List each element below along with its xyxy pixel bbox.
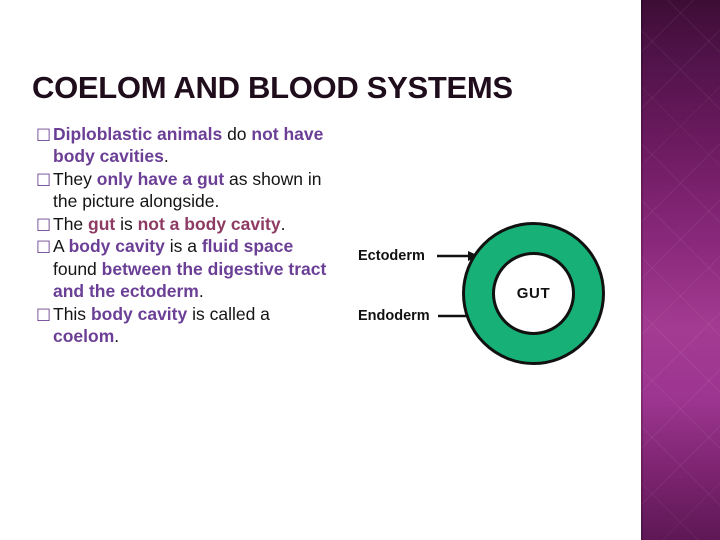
text-run: only have a gut [96, 168, 230, 189]
text-run: . [163, 146, 169, 167]
diploblast-cross-section-diagram: Ectoderm Endoderm GUT [358, 218, 618, 380]
text-run: between the digestive tract and the ecto… [53, 258, 327, 302]
bullet-square-icon: □ [36, 124, 52, 143]
text-run: . [198, 281, 204, 302]
bullet-text: This body cavity is called a coelom. [53, 303, 336, 348]
slide-title: COELOM AND BLOOD SYSTEMS [32, 70, 513, 105]
text-run: coelom [53, 326, 115, 347]
bullet-square-icon: □ [36, 236, 52, 256]
gut-label: GUT [516, 285, 551, 302]
text-run: . [114, 326, 120, 347]
text-run: fluid space [201, 236, 294, 257]
text-run: is a [169, 236, 202, 257]
text-run: gut [88, 213, 121, 234]
decorative-side-band [641, 0, 720, 540]
bullet-square-icon: □ [36, 213, 52, 233]
gut-cavity: GUT [492, 252, 575, 335]
side-band-diamond-pattern [641, 0, 720, 540]
bullet-item: □This body cavity is called a coelom. [36, 303, 336, 348]
text-run: is [120, 213, 138, 234]
text-run: They [53, 168, 97, 189]
bullet-square-icon: □ [36, 303, 52, 323]
text-run: . [280, 213, 286, 234]
text-run: body cavity [68, 236, 170, 257]
text-run: A [53, 236, 69, 257]
text-run: Diploblastic animals [53, 124, 228, 144]
text-run: This [53, 303, 91, 324]
bullet-text: The gut is not a body cavity. [53, 213, 336, 235]
text-run: is called a [192, 303, 270, 324]
text-run: found [53, 258, 102, 279]
text-run: do [227, 124, 252, 144]
bullet-text: They only have a gut as shown in the pic… [53, 168, 336, 213]
bullet-square-icon: □ [36, 168, 52, 188]
bullet-text: Diploblastic animals do not have body ca… [53, 123, 336, 168]
side-band-edge-line [641, 0, 643, 540]
bullet-item: □They only have a gut as shown in the pi… [36, 168, 336, 213]
bullet-list: □Diploblastic animals do not have body c… [36, 123, 336, 348]
text-run: body cavity [90, 303, 193, 324]
endoderm-label: Endoderm [358, 308, 430, 324]
bullet-item: □Diploblastic animals do not have body c… [36, 123, 336, 168]
text-run: not have body cavities [53, 124, 324, 167]
text-run: not a body cavity [137, 213, 281, 234]
ectoderm-label: Ectoderm [358, 248, 425, 264]
text-run: The [53, 213, 89, 234]
bullet-item: □A body cavity is a fluid space found be… [36, 235, 336, 302]
bullet-text: A body cavity is a fluid space found bet… [53, 235, 336, 302]
bullet-item: □The gut is not a body cavity. [36, 213, 336, 235]
text-run: as shown in the picture alongside. [53, 168, 322, 212]
